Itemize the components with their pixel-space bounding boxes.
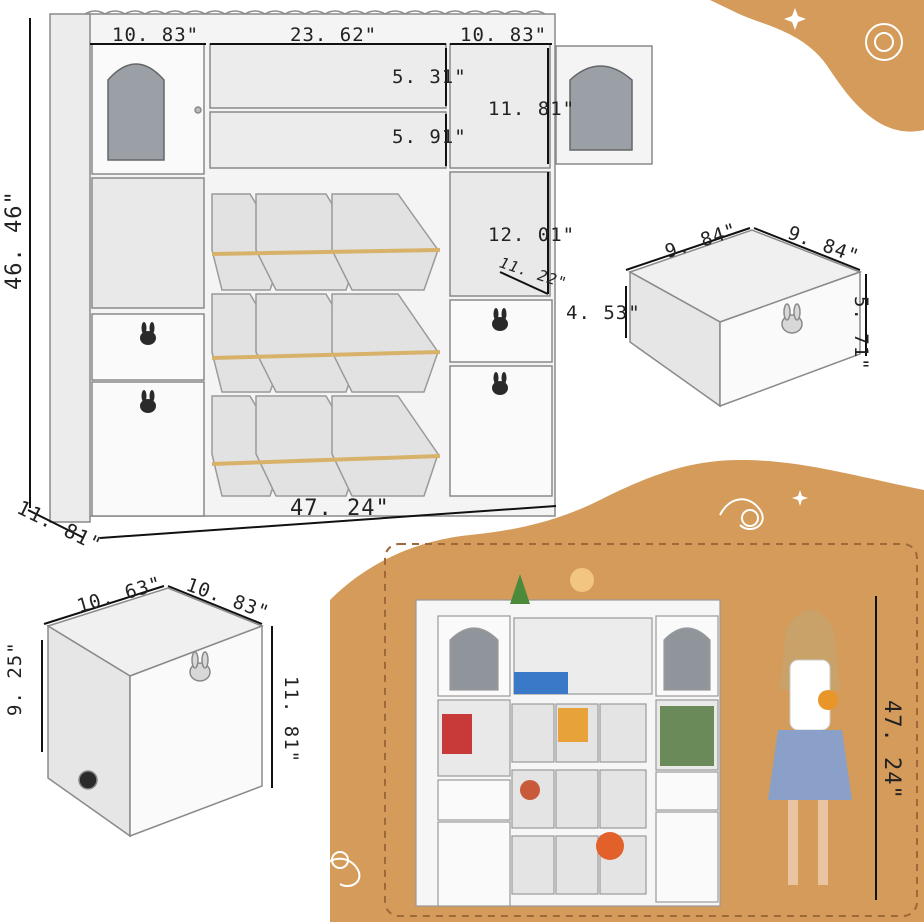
scene-height-label: 47. 24"	[879, 700, 904, 800]
large-drawer-front-height-label: 11. 81"	[280, 676, 302, 764]
main-width-middle-label: 23. 62"	[290, 24, 378, 46]
shelf-gap-second-label: 5. 91"	[392, 126, 467, 148]
top-right-orange-blob	[710, 0, 924, 132]
total-width-label: 47. 24"	[290, 496, 390, 521]
large-drawer-drawing	[46, 587, 265, 838]
shelf-gap-top-label: 5. 31"	[392, 66, 467, 88]
large-drawer-inner-height-label: 9. 25"	[4, 641, 26, 716]
small-drawer-inner-height-label: 4. 53"	[566, 302, 641, 324]
dashed-scene-frame	[384, 543, 918, 917]
right-cabinet-height-label: 11. 81"	[488, 98, 576, 120]
right-open-cubby-height-label: 12. 01"	[488, 224, 576, 246]
scene-toys	[442, 568, 714, 860]
flower-doodle-icon	[319, 8, 903, 888]
small-drawer-dimension-lines	[625, 227, 867, 356]
small-drawer-drawing	[628, 229, 863, 408]
child-figure	[768, 610, 852, 885]
main-dimension-lines	[27, 18, 557, 539]
main-unit-drawing	[49, 10, 653, 523]
small-drawer-front-height-label: 5. 71"	[850, 296, 872, 371]
main-width-left-label: 10. 83"	[112, 24, 200, 46]
main-width-right-label: 10. 83"	[460, 24, 548, 46]
total-height-label: 46. 46"	[2, 190, 27, 290]
large-drawer-dimension-lines	[41, 585, 273, 788]
bunny-handle-icons	[140, 308, 508, 413]
